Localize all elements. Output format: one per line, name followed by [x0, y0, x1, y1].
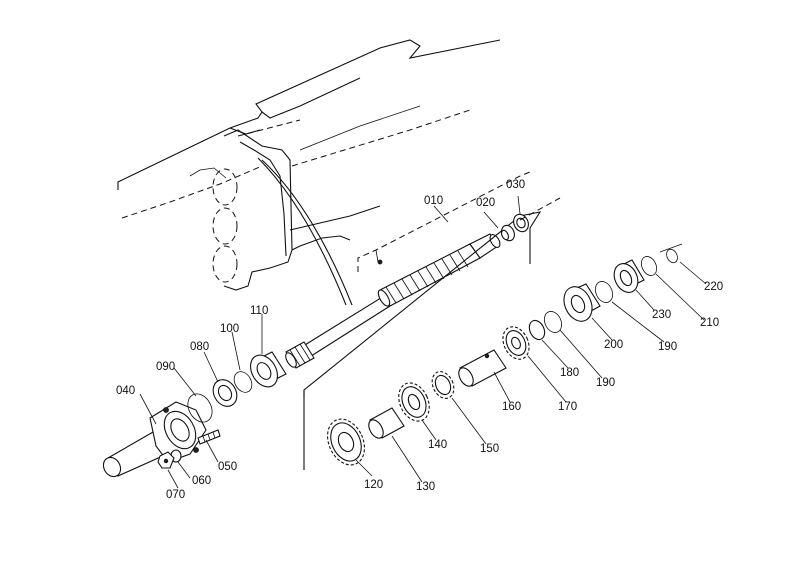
bearing-230 [613, 259, 645, 293]
label-110: 110 [250, 305, 268, 317]
label-020: 020 [476, 197, 495, 209]
snap-ring-210 [640, 256, 658, 276]
label-090: 090 [156, 361, 175, 373]
bearing-200 [563, 283, 601, 322]
label-100: 100 [220, 323, 239, 335]
o-ring-090 [187, 393, 213, 423]
label-190-upper: 190 [658, 341, 677, 353]
label-070: 070 [166, 489, 185, 501]
ring-220 [666, 248, 678, 264]
label-030: 030 [506, 179, 525, 191]
nut-070 [157, 451, 175, 469]
label-220: 220 [704, 281, 723, 293]
sleeve-130 [368, 407, 405, 439]
snap-ring-190-lower [543, 311, 563, 333]
label-160: 160 [502, 401, 521, 413]
gear-170 [502, 326, 530, 360]
gear-150 [431, 371, 455, 399]
label-180: 180 [560, 367, 579, 379]
centerline-right [519, 197, 561, 221]
snap-ring-190-upper [594, 281, 614, 303]
label-190-lower: 190 [596, 377, 615, 389]
collar-180 [528, 319, 546, 341]
label-120: 120 [364, 479, 383, 491]
oil-seal-080 [212, 379, 238, 407]
bolt-050 [197, 429, 221, 445]
leader-lines [139, 195, 707, 489]
collar-020 [501, 224, 515, 242]
bearing-110 [250, 351, 287, 388]
label-140: 140 [428, 439, 447, 451]
label-200: 200 [604, 339, 623, 351]
label-130: 130 [416, 481, 435, 493]
gear-140 [398, 382, 430, 422]
output-shaft-040 [102, 401, 207, 478]
label-170: 170 [558, 401, 577, 413]
label-080: 080 [190, 341, 209, 353]
main-shaft-010 [285, 233, 501, 369]
transmission-housing [117, 39, 501, 306]
label-050: 050 [218, 461, 237, 473]
label-230: 230 [652, 309, 671, 321]
label-150: 150 [480, 443, 499, 455]
gear-group-bracket [303, 211, 542, 398]
label-040: 040 [116, 385, 135, 397]
label-060: 060 [192, 475, 211, 487]
nut-030 [513, 213, 529, 233]
sleeve-160 [458, 349, 507, 387]
label-210: 210 [700, 317, 719, 329]
label-010: 010 [424, 195, 443, 207]
gear-120 [327, 418, 365, 466]
snap-ring-100 [233, 371, 253, 393]
